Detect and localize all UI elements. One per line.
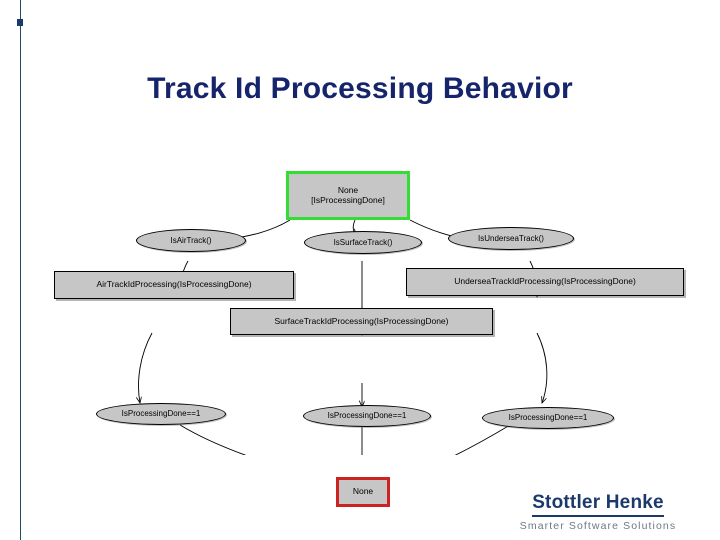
node-end-none[interactable]: None [336,477,390,507]
company-tagline: Smarter Software Solutions [519,520,677,532]
node-label: IsAirTrack() [170,235,212,245]
node-label: AirTrackIdProcessing(IsProcessingDone) [96,279,252,290]
node-action-surface-track-id-processing[interactable]: SurfaceTrackIdProcessing(IsProcessingDon… [230,308,493,335]
node-action-undersea-track-id-processing[interactable]: UnderseaTrackIdProcessing(IsProcessingDo… [406,268,684,296]
node-guard-processing-done-center[interactable]: IsProcessingDone==1 [303,405,431,427]
node-guard-is-undersea-track[interactable]: IsUnderseaTrack() [448,227,574,250]
node-start-none[interactable]: None [IsProcessingDone] [286,171,410,220]
edge-airproc-to-doneleft [139,332,153,403]
node-label: None [352,486,374,497]
node-guard-is-air-track[interactable]: IsAirTrack() [136,229,246,252]
node-label: IsUnderseaTrack() [478,233,544,243]
node-label: IsProcessingDone==1 [508,413,588,423]
slide-bullet-marker [17,19,23,26]
edge-doneleft-to-end [179,424,247,455]
footer-logo: Stottler Henke Smarter Software Solution… [498,492,698,532]
node-label: IsSurfaceTrack() [333,237,393,247]
edge-doneright-to-end [454,424,511,455]
node-label: UnderseaTrackIdProcessing(IsProcessingDo… [454,276,636,287]
node-start-label-line1: None [337,184,359,195]
node-label: SurfaceTrackIdProcessing(IsProcessingDon… [274,315,449,326]
node-label: IsProcessingDone==1 [121,409,201,419]
slide-left-rule [20,0,21,540]
edge-underseaproc-to-doneright [536,332,548,403]
node-start-label-line2: [IsProcessingDone] [311,194,385,205]
node-guard-processing-done-left[interactable]: IsProcessingDone==1 [96,403,226,425]
node-label: IsProcessingDone==1 [327,411,407,421]
company-name: Stottler Henke [532,492,664,517]
page-title: Track Id Processing Behavior [147,72,573,105]
state-transition-diagram: None [IsProcessingDone] IsAirTrack() IsS… [40,155,700,507]
node-action-air-track-id-processing[interactable]: AirTrackIdProcessing(IsProcessingDone) [54,271,294,299]
node-guard-is-surface-track[interactable]: IsSurfaceTrack() [304,231,422,254]
node-guard-processing-done-right[interactable]: IsProcessingDone==1 [482,407,614,429]
